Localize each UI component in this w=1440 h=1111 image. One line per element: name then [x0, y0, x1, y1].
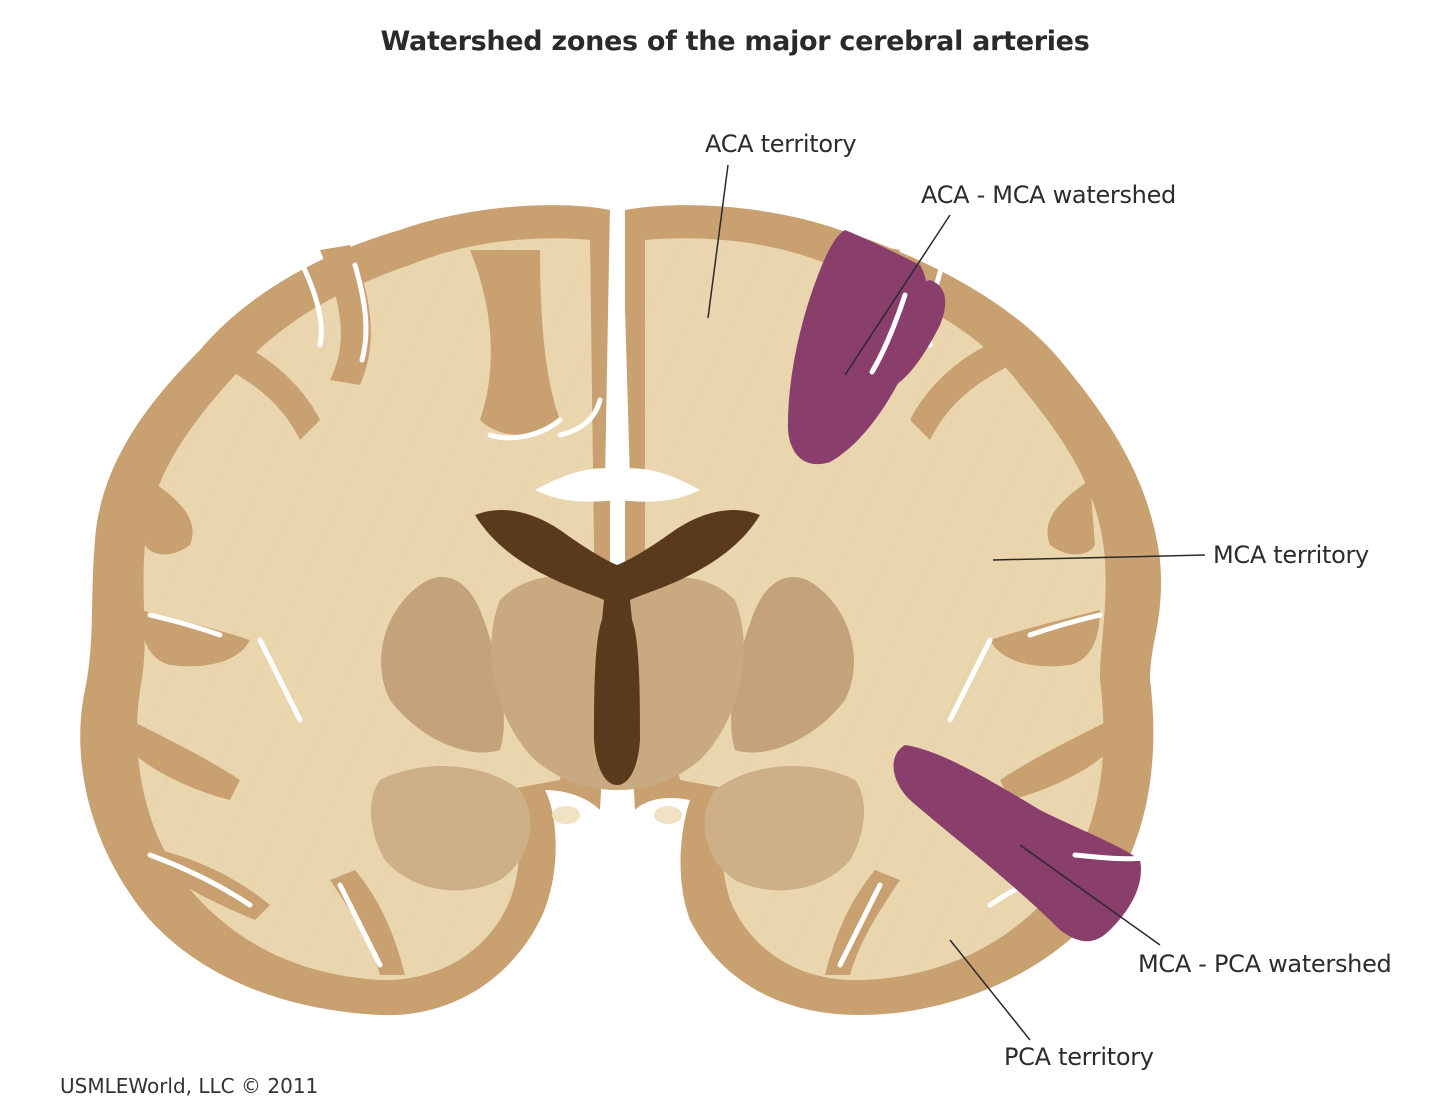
mca-pca-watershed-zone [893, 745, 1141, 942]
leader-mca-territory [992, 554, 1206, 561]
label-aca-mca-watershed: ACA - MCA watershed [921, 181, 1176, 209]
copyright-notice: USMLEWorld, LLC © 2011 [60, 1074, 319, 1098]
right-mammillary-body [654, 806, 682, 824]
watershed-sulcus-upper [869, 292, 908, 375]
diagram-title: Watershed zones of the major cerebral ar… [380, 26, 1090, 57]
label-mca-territory: MCA territory [1213, 541, 1369, 569]
leader-aca-territory [707, 164, 729, 319]
interhemispheric-fissure [605, 205, 630, 480]
callosal-sulcus [535, 468, 700, 502]
label-pca-territory: PCA territory [1004, 1043, 1154, 1071]
leader-lines [707, 164, 1206, 1041]
label-aca-territory: ACA territory [705, 130, 857, 158]
right-putamen [731, 577, 854, 753]
left-mammillary-body [552, 806, 580, 824]
watershed-sulcus-lower [1072, 852, 1145, 862]
right-temporal-deep [704, 766, 865, 891]
left-putamen [381, 577, 504, 753]
leader-aca-mca-watershed [844, 214, 951, 376]
leader-pca-territory [949, 939, 1031, 1041]
left-temporal-deep [370, 766, 531, 891]
aca-mca-watershed-zone [787, 230, 928, 465]
label-mca-pca-watershed: MCA - PCA watershed [1138, 950, 1392, 978]
lateral-ventricles [475, 510, 760, 785]
leader-mca-pca-watershed [1019, 844, 1161, 946]
aca-mca-watershed-gyrus [880, 280, 946, 390]
